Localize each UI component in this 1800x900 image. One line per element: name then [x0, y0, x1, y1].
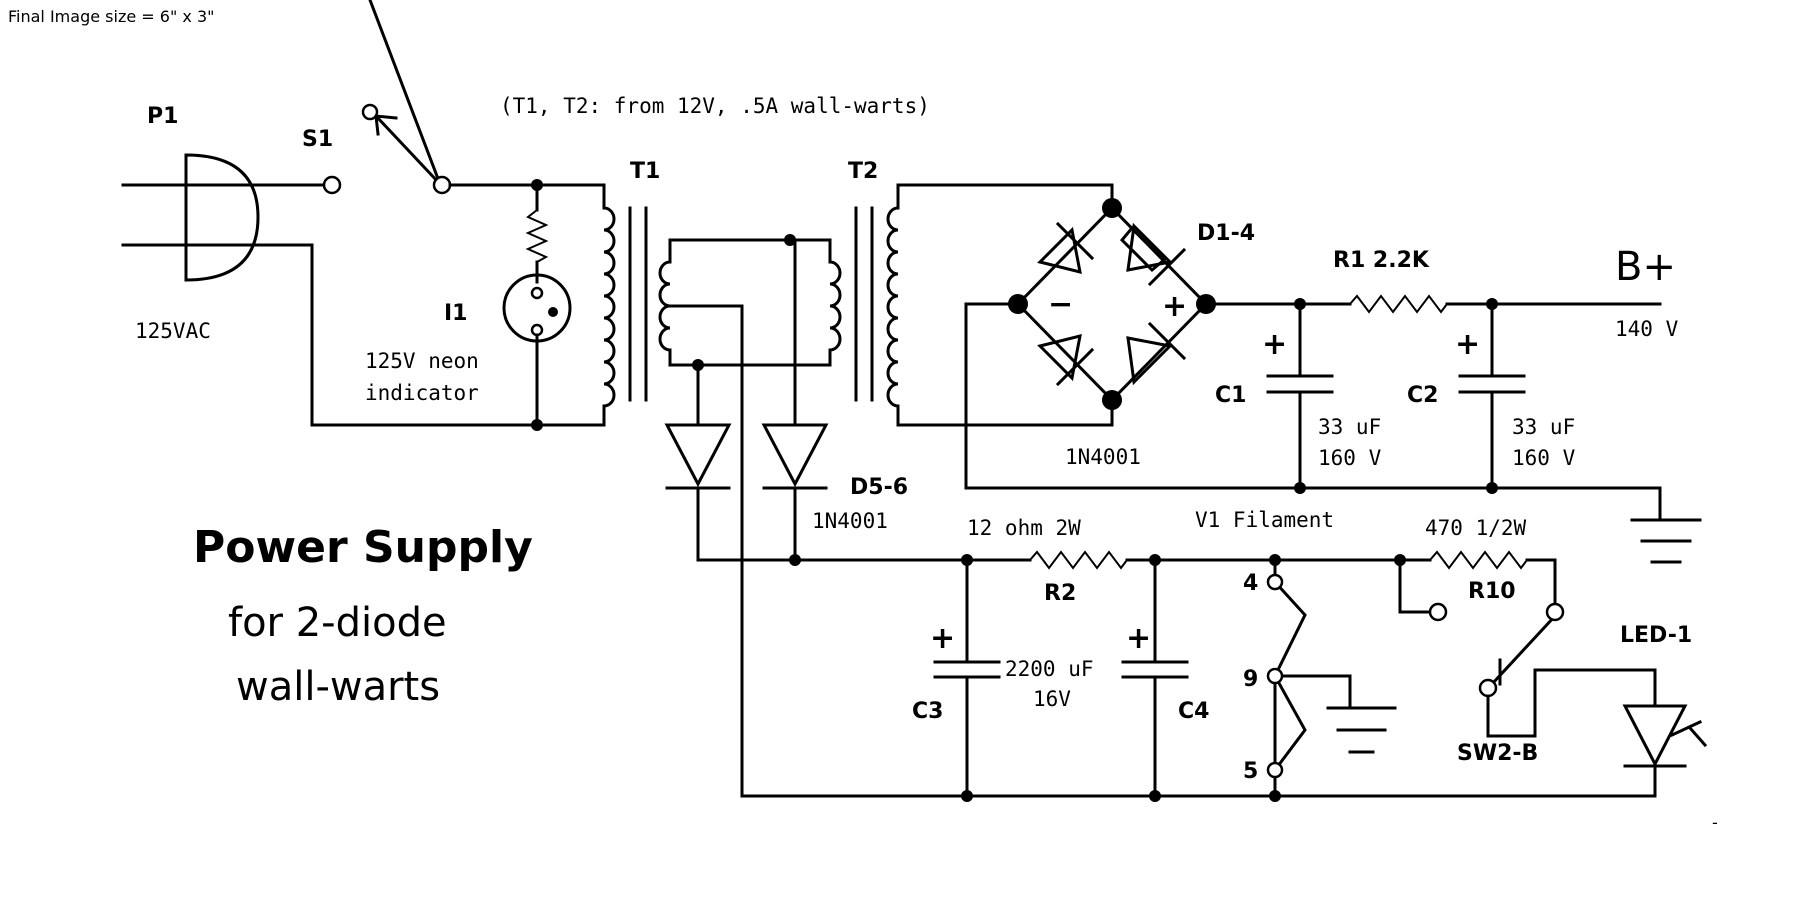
label-s1: S1 [302, 127, 333, 152]
led-1 [1622, 704, 1708, 798]
label-c3: C3 [912, 699, 943, 724]
bridge-plus: + [1162, 289, 1187, 324]
c2-value-2: 160 V [1512, 446, 1576, 470]
label-r1: R1 2.2K [1333, 248, 1430, 273]
label-sw2-b: SW2-B [1457, 741, 1538, 766]
pin-4: 4 [1243, 571, 1258, 596]
label-c1: C1 [1215, 383, 1246, 408]
capacitor-c3 [933, 558, 1001, 798]
label-p1: P1 [147, 104, 178, 129]
c34-value-2: 16V [1033, 687, 1071, 711]
label-d56-type: 1N4001 [812, 509, 888, 533]
switch-sw2-b [1478, 602, 1565, 698]
label-d5-6: D5-6 [850, 475, 908, 500]
neon-indicator-i1 [502, 183, 572, 427]
ground-filament-icon [1326, 706, 1397, 754]
label-bridge-type: 1N4001 [1065, 445, 1141, 469]
diodes-d5-6 [664, 238, 829, 562]
switch-s1 [322, 0, 452, 195]
label-neon-1: 125V neon [365, 349, 479, 373]
label-neon-2: indicator [365, 381, 479, 405]
label-bplus-voltage: 140 V [1615, 317, 1679, 341]
label-t1: T1 [630, 159, 660, 184]
transformer-t1 [535, 183, 832, 562]
label-filament: V1 Filament [1195, 508, 1334, 532]
c2-value-1: 33 uF [1512, 415, 1575, 439]
c34-value-1: 2200 uF [1005, 657, 1094, 681]
label-r2-value: 12 ohm 2W [967, 516, 1081, 540]
capacitor-c2 [1458, 302, 1526, 490]
c2-plus: + [1455, 327, 1480, 362]
c1-value-2: 160 V [1318, 446, 1382, 470]
label-bplus: B+ [1615, 244, 1676, 290]
resistor-r10 [1429, 550, 1528, 570]
label-d1-4: D1-4 [1197, 221, 1255, 246]
label-i1: I1 [444, 301, 468, 326]
label-led-1: LED-1 [1620, 623, 1692, 648]
capacitor-c4 [1121, 558, 1189, 798]
c4-plus: + [1126, 621, 1151, 656]
label-r2: R2 [1044, 581, 1076, 606]
resistor-r2 [1029, 550, 1128, 570]
capacitor-c1 [1266, 302, 1334, 490]
pin-5: 5 [1243, 759, 1258, 784]
label-r10: R10 [1468, 579, 1516, 604]
transformer-note: (T1, T2: from 12V, .5A wall-warts) [500, 94, 930, 118]
c1-value-1: 33 uF [1318, 415, 1381, 439]
label-ac: 125VAC [135, 319, 211, 343]
bridge-minus: − [1048, 287, 1073, 322]
c3-plus: + [930, 621, 955, 656]
label-c2: C2 [1407, 383, 1438, 408]
label-c4: C4 [1178, 699, 1209, 724]
label-t2: T2 [848, 159, 878, 184]
title-line-2: for 2-diode [228, 600, 447, 646]
pin-9: 9 [1243, 667, 1258, 692]
title-line-3: wall-warts [236, 664, 440, 710]
bridge-rectifier-d1-4 [1015, 183, 1209, 427]
label-r10-value: 470 1/2W [1425, 516, 1527, 540]
title-line-1: Power Supply [193, 522, 533, 573]
plug-p1 [121, 153, 260, 282]
transformer-t2 [788, 183, 1114, 427]
resistor-r1 [1349, 294, 1448, 314]
filament-v1 [1266, 558, 1352, 798]
ground-main-icon [1630, 486, 1702, 564]
corner-dash: - [1712, 813, 1718, 832]
c1-plus: + [1262, 327, 1287, 362]
header-note: Final Image size = 6" x 3" [8, 7, 214, 26]
